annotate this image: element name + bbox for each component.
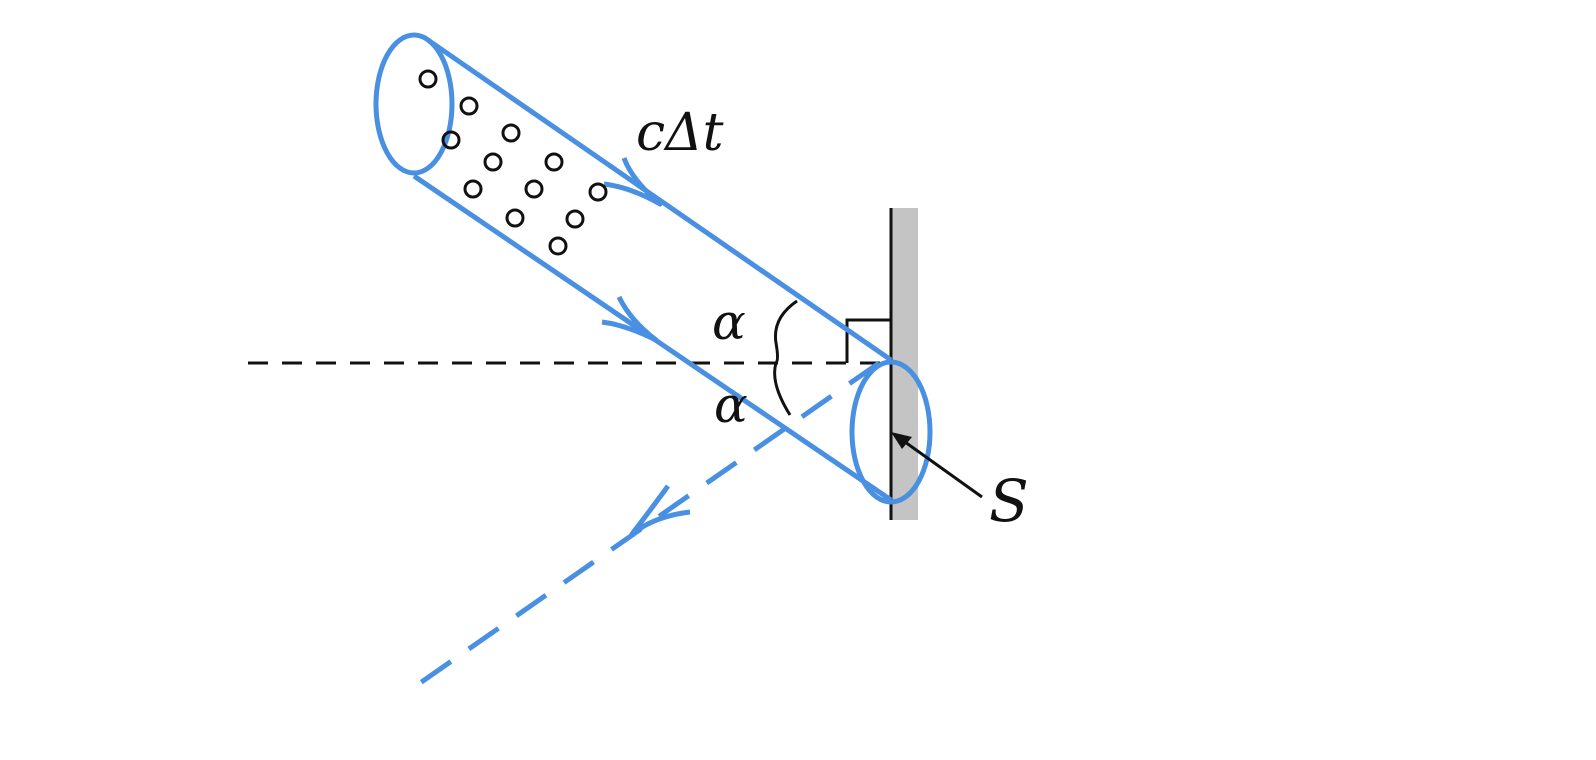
top-edge-arrowhead	[603, 157, 663, 207]
area-label: S	[989, 467, 1029, 535]
area-pointer-line	[904, 440, 983, 499]
cylinder-back-face	[373, 32, 455, 176]
photon	[544, 152, 564, 172]
photon	[483, 152, 503, 172]
angle-incident-label: α	[712, 293, 746, 351]
photon	[588, 182, 608, 202]
photon	[418, 69, 438, 89]
area-pointer-arrowhead	[891, 432, 912, 449]
bottom-edge-arrowhead	[601, 295, 659, 343]
photon	[459, 96, 479, 116]
photon	[565, 209, 585, 229]
photon	[548, 236, 568, 256]
reflected-beam-dashed	[408, 360, 881, 693]
right-angle-marker	[845, 318, 891, 363]
length-label: cΔt	[636, 103, 724, 163]
photon	[501, 123, 521, 143]
photon	[524, 179, 544, 199]
cylinder-front-face-area	[849, 359, 933, 505]
angle-reflected-label: α	[714, 376, 748, 434]
angle-arc	[773, 299, 798, 416]
photon	[505, 208, 525, 228]
reflected-beam-arrowhead	[629, 484, 691, 537]
photon	[441, 130, 461, 150]
photon	[463, 179, 483, 199]
cylinder-top-edge	[426, 37, 893, 363]
photons	[418, 69, 608, 256]
